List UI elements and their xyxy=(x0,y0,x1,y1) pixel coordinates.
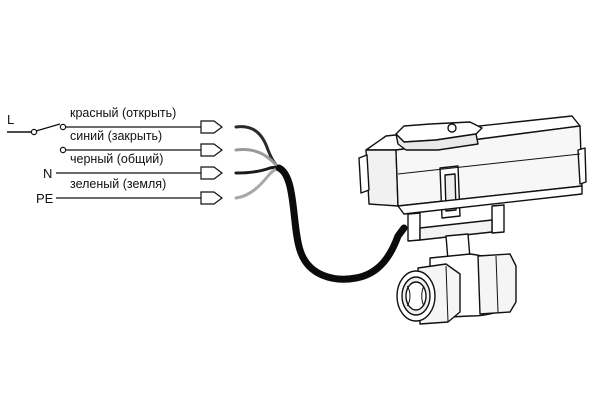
switch-contact-bottom xyxy=(59,146,67,154)
switch-blade xyxy=(35,123,61,132)
terminal-label-pe: PE xyxy=(36,191,54,206)
wire-label-green: зеленый (земля) xyxy=(70,177,166,191)
terminal-label-l: L xyxy=(7,112,14,127)
supply-terminals: L N PE xyxy=(7,112,67,206)
bracket-right xyxy=(491,204,505,234)
actuator xyxy=(358,115,587,261)
hex-edge-left xyxy=(445,265,449,323)
manual-lever-side xyxy=(395,133,479,151)
hex-edge-right xyxy=(495,255,499,313)
switch-contact-left xyxy=(30,128,38,136)
actuator-left-face xyxy=(365,149,399,207)
bracket-left xyxy=(407,212,421,242)
wire-label-red: красный (открыть) xyxy=(70,106,176,120)
connector-arrow-green xyxy=(200,191,223,205)
valve-port-inner xyxy=(405,281,427,311)
main-cable xyxy=(275,164,408,283)
actuator-skirt xyxy=(397,185,583,215)
wire-row-blue: синий (закрыть) xyxy=(66,129,223,157)
connector-arrow-black xyxy=(200,166,223,180)
connector-arrow-blue xyxy=(200,143,223,157)
wire-row-black: черный (общий) xyxy=(56,152,223,180)
wire-label-black: черный (общий) xyxy=(70,152,163,166)
connector-arrow-red xyxy=(200,120,223,134)
wire-row-red: красный (открыть) xyxy=(66,106,223,134)
thread-line-2 xyxy=(421,285,425,307)
wire-end-green xyxy=(234,166,281,200)
wire-row-green: зеленый (земля) xyxy=(56,177,223,205)
wire-label-blue: синий (закрыть) xyxy=(70,129,162,143)
thread-line-1 xyxy=(406,285,411,307)
switch-contact-right xyxy=(59,123,67,131)
lever-screw xyxy=(447,123,457,133)
bracket-plate xyxy=(419,219,493,241)
ball-valve xyxy=(396,253,517,325)
actuator-left-lug xyxy=(358,154,370,194)
actuator-seam xyxy=(397,153,581,175)
actuator-right-lug xyxy=(577,147,587,185)
terminal-label-n: N xyxy=(43,166,52,181)
wire-ends xyxy=(234,125,281,200)
